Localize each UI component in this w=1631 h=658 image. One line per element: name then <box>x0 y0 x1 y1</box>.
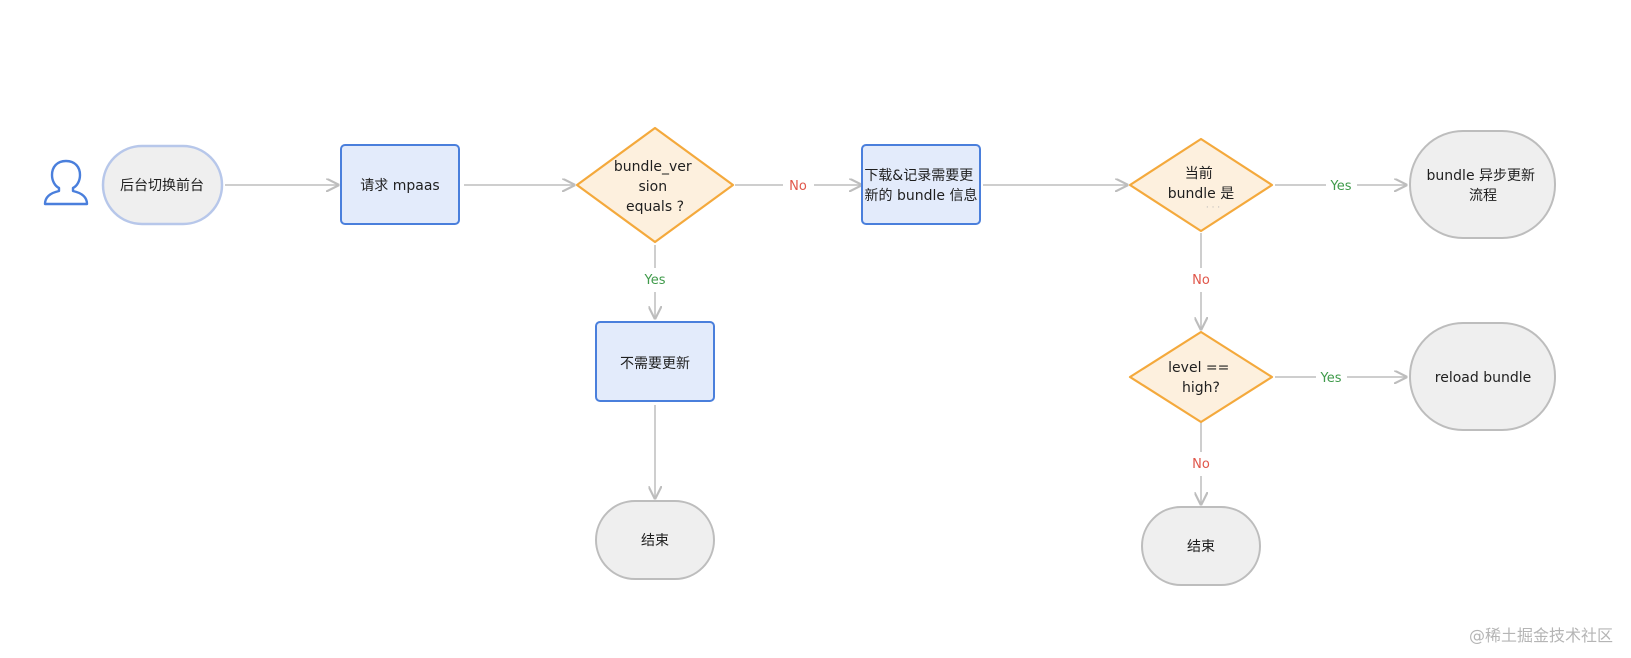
svg-text:不需要更新: 不需要更新 <box>620 356 690 372</box>
svg-text:请求 mpaas: 请求 mpaas <box>360 178 439 194</box>
svg-text:后台切换前台: 后台切换前台 <box>120 177 204 194</box>
node-reload-label: reload bundle <box>1435 370 1531 386</box>
edges <box>225 185 1406 504</box>
node-level-high-line-1: level == <box>1168 360 1229 376</box>
node-end-left-label: 结束 <box>641 533 669 549</box>
node-download-line-2: 新的 bundle 信息 <box>865 187 978 204</box>
node-async-update-line-1: bundle 异步更新 <box>1427 168 1535 184</box>
node-start: 后台切换前台 <box>101 144 224 226</box>
node-download-line-1: 下载&记录需要更 <box>864 168 973 184</box>
svg-text:bundle_ver sion eq: bundle_ver sion equals ? <box>614 159 696 215</box>
node-no-update-label: 不需要更新 <box>620 356 690 372</box>
node-check-version-line-2: sion <box>638 179 667 195</box>
watermark: @稀土掘金技术社区 <box>1468 626 1613 645</box>
svg-text:level == high?: level == high? <box>1168 360 1234 396</box>
node-current-bundle-ellipsis: · · · <box>1206 203 1220 213</box>
user-icon <box>43 159 89 206</box>
edge-label-level-yes: Yes <box>1320 371 1342 386</box>
svg-text:下载&记录需要更 新的 bundle 信息: 下载&记录需要更 新的 bundle 信息 <box>864 168 977 204</box>
edge-label-version-no: No <box>789 179 807 194</box>
svg-text:结束: 结束 <box>641 533 669 549</box>
node-current-bundle: 当前 bundle 是 · · · <box>1128 137 1274 233</box>
node-end-left: 结束 <box>595 500 715 580</box>
node-request: 请求 mpaas <box>340 144 460 225</box>
edge-labels: No Yes Yes No Yes No <box>644 179 1352 472</box>
node-check-version: bundle_ver sion equals ? <box>575 126 735 244</box>
node-check-version-line-1: bundle_ver <box>614 159 692 175</box>
node-level-high: level == high? <box>1128 330 1274 424</box>
node-check-version-line-3: equals ? <box>626 199 684 215</box>
node-level-high-line-2: high? <box>1182 380 1220 396</box>
edge-label-level-no: No <box>1192 457 1210 472</box>
node-request-label: 请求 mpaas <box>360 178 439 194</box>
node-reload: reload bundle <box>1409 322 1556 431</box>
svg-text:结束: 结束 <box>1187 539 1215 555</box>
edge-label-current-yes: Yes <box>1330 179 1352 194</box>
svg-text:reload bundle: reload bundle <box>1435 370 1531 386</box>
node-current-bundle-line-2: bundle 是 <box>1168 186 1234 202</box>
node-async-update: bundle 异步更新 流程 <box>1409 130 1556 239</box>
node-current-bundle-line-1: 当前 <box>1185 165 1213 182</box>
node-end-right-label: 结束 <box>1187 539 1215 555</box>
edge-label-current-no: No <box>1192 273 1210 288</box>
node-async-update-line-2: 流程 <box>1469 188 1497 204</box>
node-end-right: 结束 <box>1141 506 1261 586</box>
svg-text:bundle 异步更新 流程: bundle 异步更新 流程 <box>1427 168 1540 204</box>
node-download: 下载&记录需要更 新的 bundle 信息 <box>861 144 981 225</box>
node-no-update: 不需要更新 <box>595 321 715 402</box>
edge-label-version-yes: Yes <box>644 273 666 288</box>
svg-text:当前 bundle 是: 当前 bundle 是 <box>1168 165 1234 202</box>
node-start-label: 后台切换前台 <box>120 177 204 194</box>
